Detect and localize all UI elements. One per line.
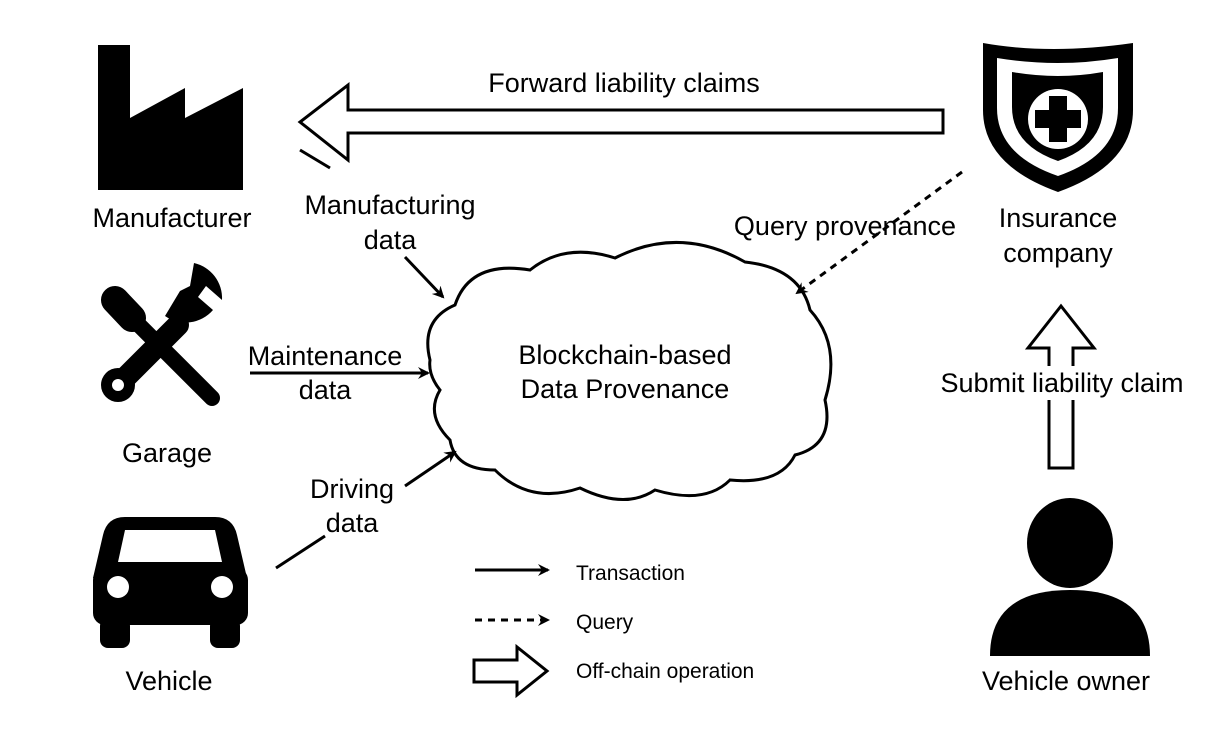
manufacturing-label-line1: Manufacturing [304, 190, 475, 220]
query-provenance-arrow [795, 170, 963, 295]
shield-plus-icon [983, 43, 1133, 192]
submit-claim-label-bg [928, 366, 1198, 400]
forward-claims-arrow [297, 81, 945, 164]
driving-label-line2: data [326, 508, 380, 538]
legend-offchain-label: Off-chain operation [576, 660, 754, 683]
person-icon [990, 498, 1150, 656]
forward-claims-label: Forward liability claims [488, 68, 760, 98]
submit-claim-arrow [1024, 303, 1098, 470]
blockchain-cloud [426, 241, 833, 501]
maintenance-label-line2: data [299, 375, 353, 405]
vehicle-owner-label: Vehicle owner [982, 666, 1150, 696]
insurance-label-line1: Insurance [999, 203, 1118, 233]
car-icon [93, 517, 248, 648]
manufacturing-label-line2: data [364, 225, 418, 255]
driving-arrow-upper [404, 450, 457, 488]
driving-label-line1: Driving [310, 474, 394, 504]
query-provenance-label: Query provenance [734, 211, 956, 241]
submit-claim-label: Submit liability claim [940, 368, 1183, 398]
vehicle-label: Vehicle [125, 666, 212, 696]
tools-icon [101, 263, 223, 406]
cloud-label-line2: Data Provenance [521, 374, 730, 404]
maintenance-label-line1: Maintenance [248, 341, 403, 371]
insurance-label-line2: company [1003, 238, 1113, 268]
factory-icon [98, 45, 243, 190]
legend-transaction-label: Transaction [576, 562, 685, 585]
manufacturer-label: Manufacturer [92, 203, 251, 233]
driving-arrow-lower [275, 534, 326, 570]
cloud-label-line1: Blockchain-based [518, 340, 731, 370]
legend-offchain-arrow [472, 643, 550, 699]
legend: Transaction Query Off-chain operation [472, 562, 754, 699]
manufacturing-arrow [403, 255, 445, 299]
legend-query-label: Query [576, 611, 634, 634]
garage-label: Garage [122, 438, 212, 468]
